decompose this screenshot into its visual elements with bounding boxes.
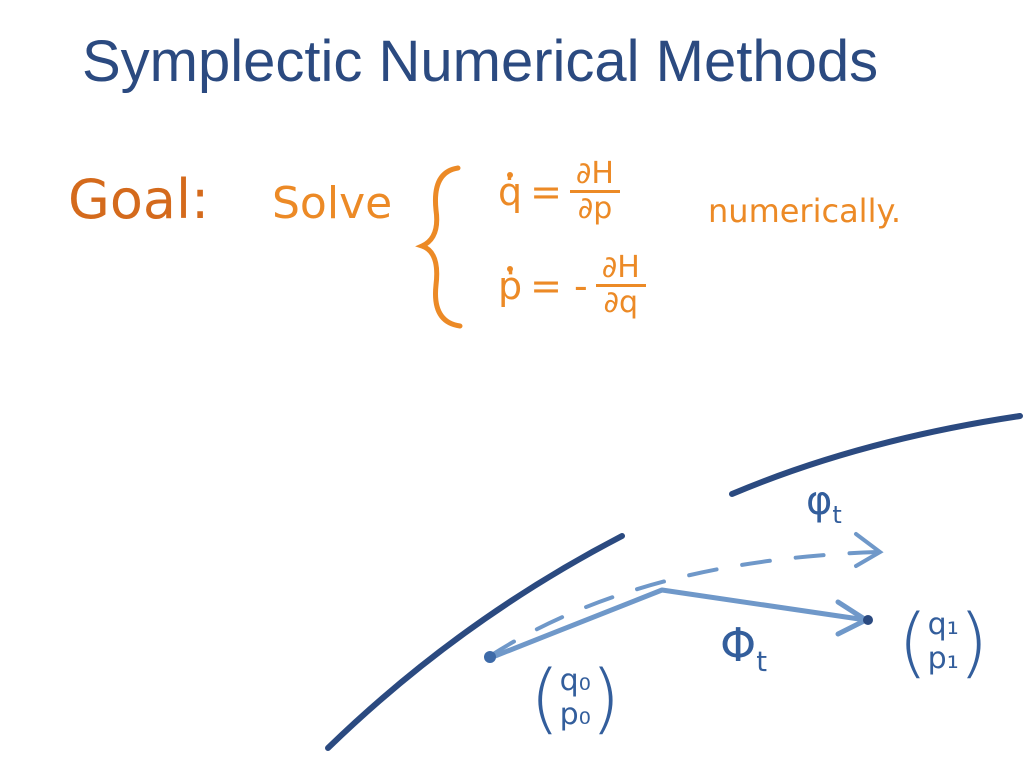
eq1-op: = — [530, 169, 562, 214]
eq2-fraction: ∂H ∂q — [595, 250, 646, 320]
left-brace — [415, 165, 463, 329]
exact-flow-symbol: φ — [806, 478, 833, 524]
paren-left: ( — [898, 597, 928, 686]
fraction-bar — [569, 190, 620, 193]
paren-left: ( — [530, 653, 560, 742]
eq2-op: = - — [530, 263, 588, 308]
solve-label: Solve — [272, 178, 393, 229]
goal-label: Goal: — [68, 168, 210, 231]
end-point — [863, 615, 873, 625]
start-vector: ( q₀ p₀ ) — [530, 660, 620, 736]
start-vector-entries: q₀ p₀ — [560, 664, 591, 732]
q0: q₀ — [559, 663, 591, 698]
eq1-fraction: ∂H ∂p — [569, 156, 620, 226]
end-vector: ( q₁ p₁ ) — [898, 604, 988, 680]
exact-flow-arrow — [488, 550, 880, 658]
numerically-label: numerically. — [708, 192, 901, 230]
eq1-num: ∂H — [575, 156, 614, 191]
equation-p-dot: ṗ = - ∂H ∂q — [498, 252, 646, 319]
eq2-den: ∂q — [603, 285, 639, 320]
exact-flow-arrowhead — [854, 532, 884, 568]
numerical-flow-subscript: t — [756, 645, 768, 679]
numerical-flow-symbol: Φ — [720, 618, 757, 672]
trajectory-curve-lower — [325, 533, 625, 751]
eq1-den: ∂p — [577, 191, 613, 226]
trajectory-curve-upper — [729, 413, 1023, 497]
eq2-num: ∂H — [601, 250, 640, 285]
numerical-flow-arrow — [487, 587, 869, 661]
exact-flow-subscript: t — [832, 501, 842, 529]
p1: p₁ — [927, 641, 959, 676]
paren-right: ) — [958, 597, 989, 686]
paren-right: ) — [590, 653, 621, 742]
p0: p₀ — [559, 697, 591, 732]
start-point — [484, 651, 496, 663]
numerical-flow-label: Φt — [720, 618, 767, 678]
q1: q₁ — [927, 607, 959, 642]
exact-flow-label: φt — [806, 478, 842, 529]
eq1-lhs: q̇ — [498, 169, 523, 214]
fraction-bar — [595, 284, 646, 287]
slide-title: Symplectic Numerical Methods — [82, 29, 879, 94]
eq2-lhs: ṗ — [498, 263, 523, 308]
end-vector-entries: q₁ p₁ — [928, 608, 959, 676]
equation-q-dot: q̇ = ∂H ∂p — [498, 158, 620, 225]
